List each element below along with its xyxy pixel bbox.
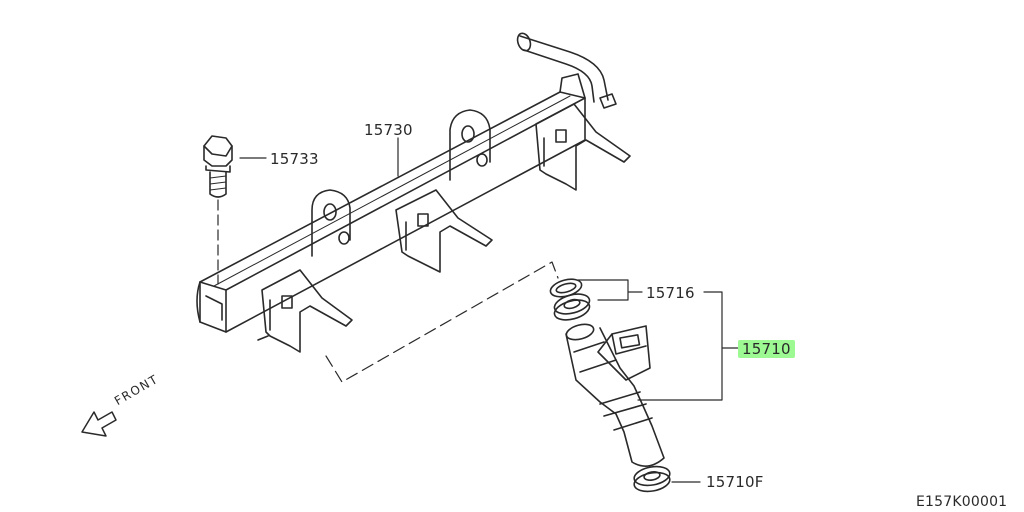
- insulator: [633, 465, 671, 493]
- callout-15733: 15733: [270, 150, 319, 168]
- callout-15716: 15716: [646, 284, 695, 302]
- diagram-code: E157K00001: [916, 494, 1008, 510]
- fuel-rail: [196, 73, 631, 353]
- bracket-3: [535, 103, 631, 191]
- callout-15710F: 15710F: [706, 473, 764, 491]
- bracket-1: [257, 269, 353, 353]
- leader-lines: [239, 137, 739, 483]
- bracket-2: [395, 189, 493, 273]
- mount-tab-2: [449, 109, 491, 181]
- injector: [565, 323, 665, 467]
- bolt: [203, 135, 233, 285]
- callout-15710[interactable]: 15710: [738, 340, 795, 358]
- fuel-pipe: [516, 32, 617, 109]
- mount-tab-1: [311, 189, 351, 257]
- front-arrow-icon: [81, 411, 117, 437]
- oring-set-parts: [549, 278, 591, 321]
- injector-dash-line: [325, 261, 559, 383]
- callout-15730: 15730: [364, 121, 413, 139]
